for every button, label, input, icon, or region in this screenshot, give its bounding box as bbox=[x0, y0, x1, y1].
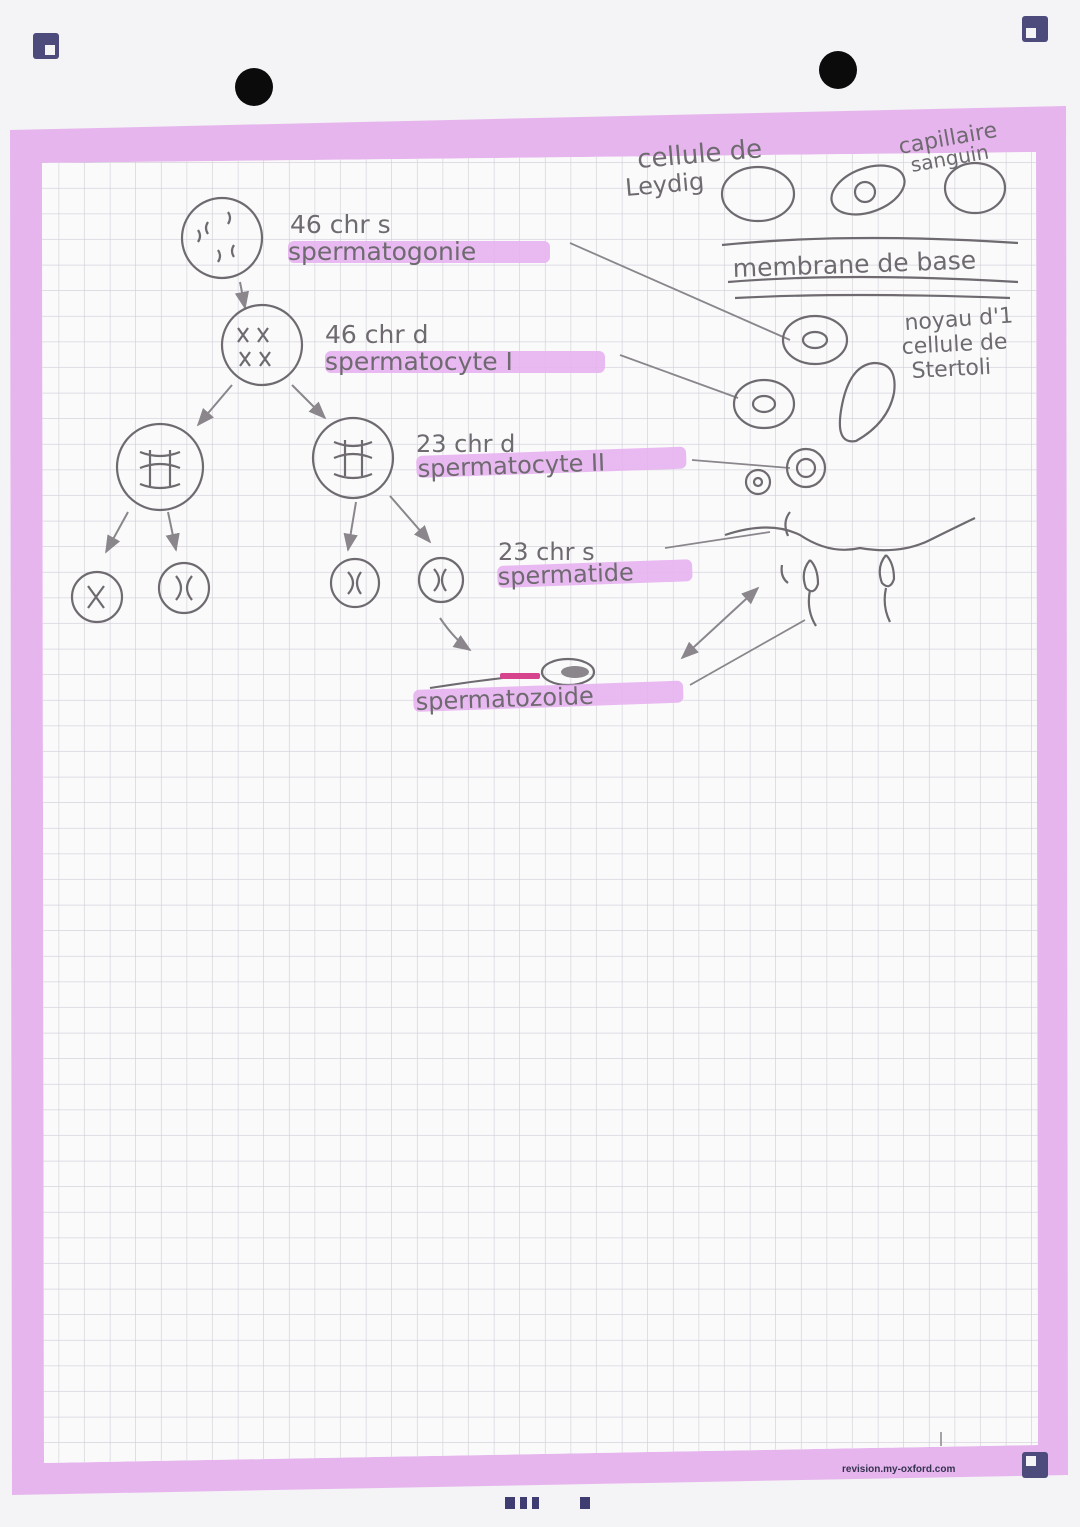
scan-mark-1 bbox=[505, 1497, 515, 1509]
spermatide-name: spermatide bbox=[497, 558, 634, 591]
spermatozoide-drawing bbox=[429, 657, 596, 689]
arrow-spermatogonie-to-spermatocyte1 bbox=[234, 281, 250, 310]
spermatogonie-name: spermatogonie bbox=[288, 237, 476, 266]
sertoli-label-line2: cellule de bbox=[901, 329, 1008, 360]
spermatocyte2-cell-right bbox=[311, 416, 395, 500]
spermatide-cells bbox=[70, 556, 465, 624]
spermatocyte2-name: spermatocyte II bbox=[417, 448, 605, 483]
sertoli-label-line3: Stertoli bbox=[911, 355, 992, 384]
corner-marker-bottom-right-icon bbox=[1022, 1452, 1048, 1478]
punch-hole-left bbox=[235, 68, 273, 106]
spermatocyte1-count: 46 chr d bbox=[325, 320, 428, 349]
spermatocyte1-name: spermatocyte I bbox=[325, 347, 513, 376]
punch-hole-right bbox=[819, 51, 857, 89]
arrow-spermatide-to-spermatozoide bbox=[439, 617, 472, 651]
spermatogonie-cell bbox=[180, 196, 264, 280]
footer-url: revision.my-oxford.com bbox=[842, 1464, 956, 1475]
arrow-to-spermatide-4 bbox=[389, 495, 432, 544]
arrow-to-spermatide-3 bbox=[343, 501, 358, 552]
highlights bbox=[288, 241, 693, 712]
scan-mark-3 bbox=[532, 1497, 539, 1509]
scan-mark-2 bbox=[520, 1497, 527, 1509]
arrow-to-spermatide-1 bbox=[105, 511, 129, 554]
seminiferous-section bbox=[720, 161, 1019, 627]
arrow-to-spermatide-2 bbox=[165, 511, 180, 552]
corner-marker-top-left-icon bbox=[33, 33, 59, 59]
spermatogonie-count: 46 chr s bbox=[290, 210, 391, 239]
spermatocyte1-cell bbox=[220, 303, 304, 387]
spermatide-count: 23 chr s bbox=[498, 538, 595, 566]
arrow-to-spermatocyte2-right bbox=[291, 384, 327, 420]
spermatocyte2-cell-left bbox=[115, 422, 205, 512]
grid-lines bbox=[42, 152, 1038, 1463]
scan-mark-4 bbox=[580, 1497, 590, 1509]
double-arrow bbox=[680, 586, 760, 660]
arrow-to-spermatocyte2-left bbox=[196, 384, 233, 427]
spermatozoide-name: spermatozoide bbox=[415, 682, 594, 716]
spermatocyte2-count: 23 chr d bbox=[416, 430, 515, 458]
corner-marker-top-right-icon bbox=[1022, 16, 1048, 42]
leydig-label-line2: Leydig bbox=[624, 167, 705, 202]
